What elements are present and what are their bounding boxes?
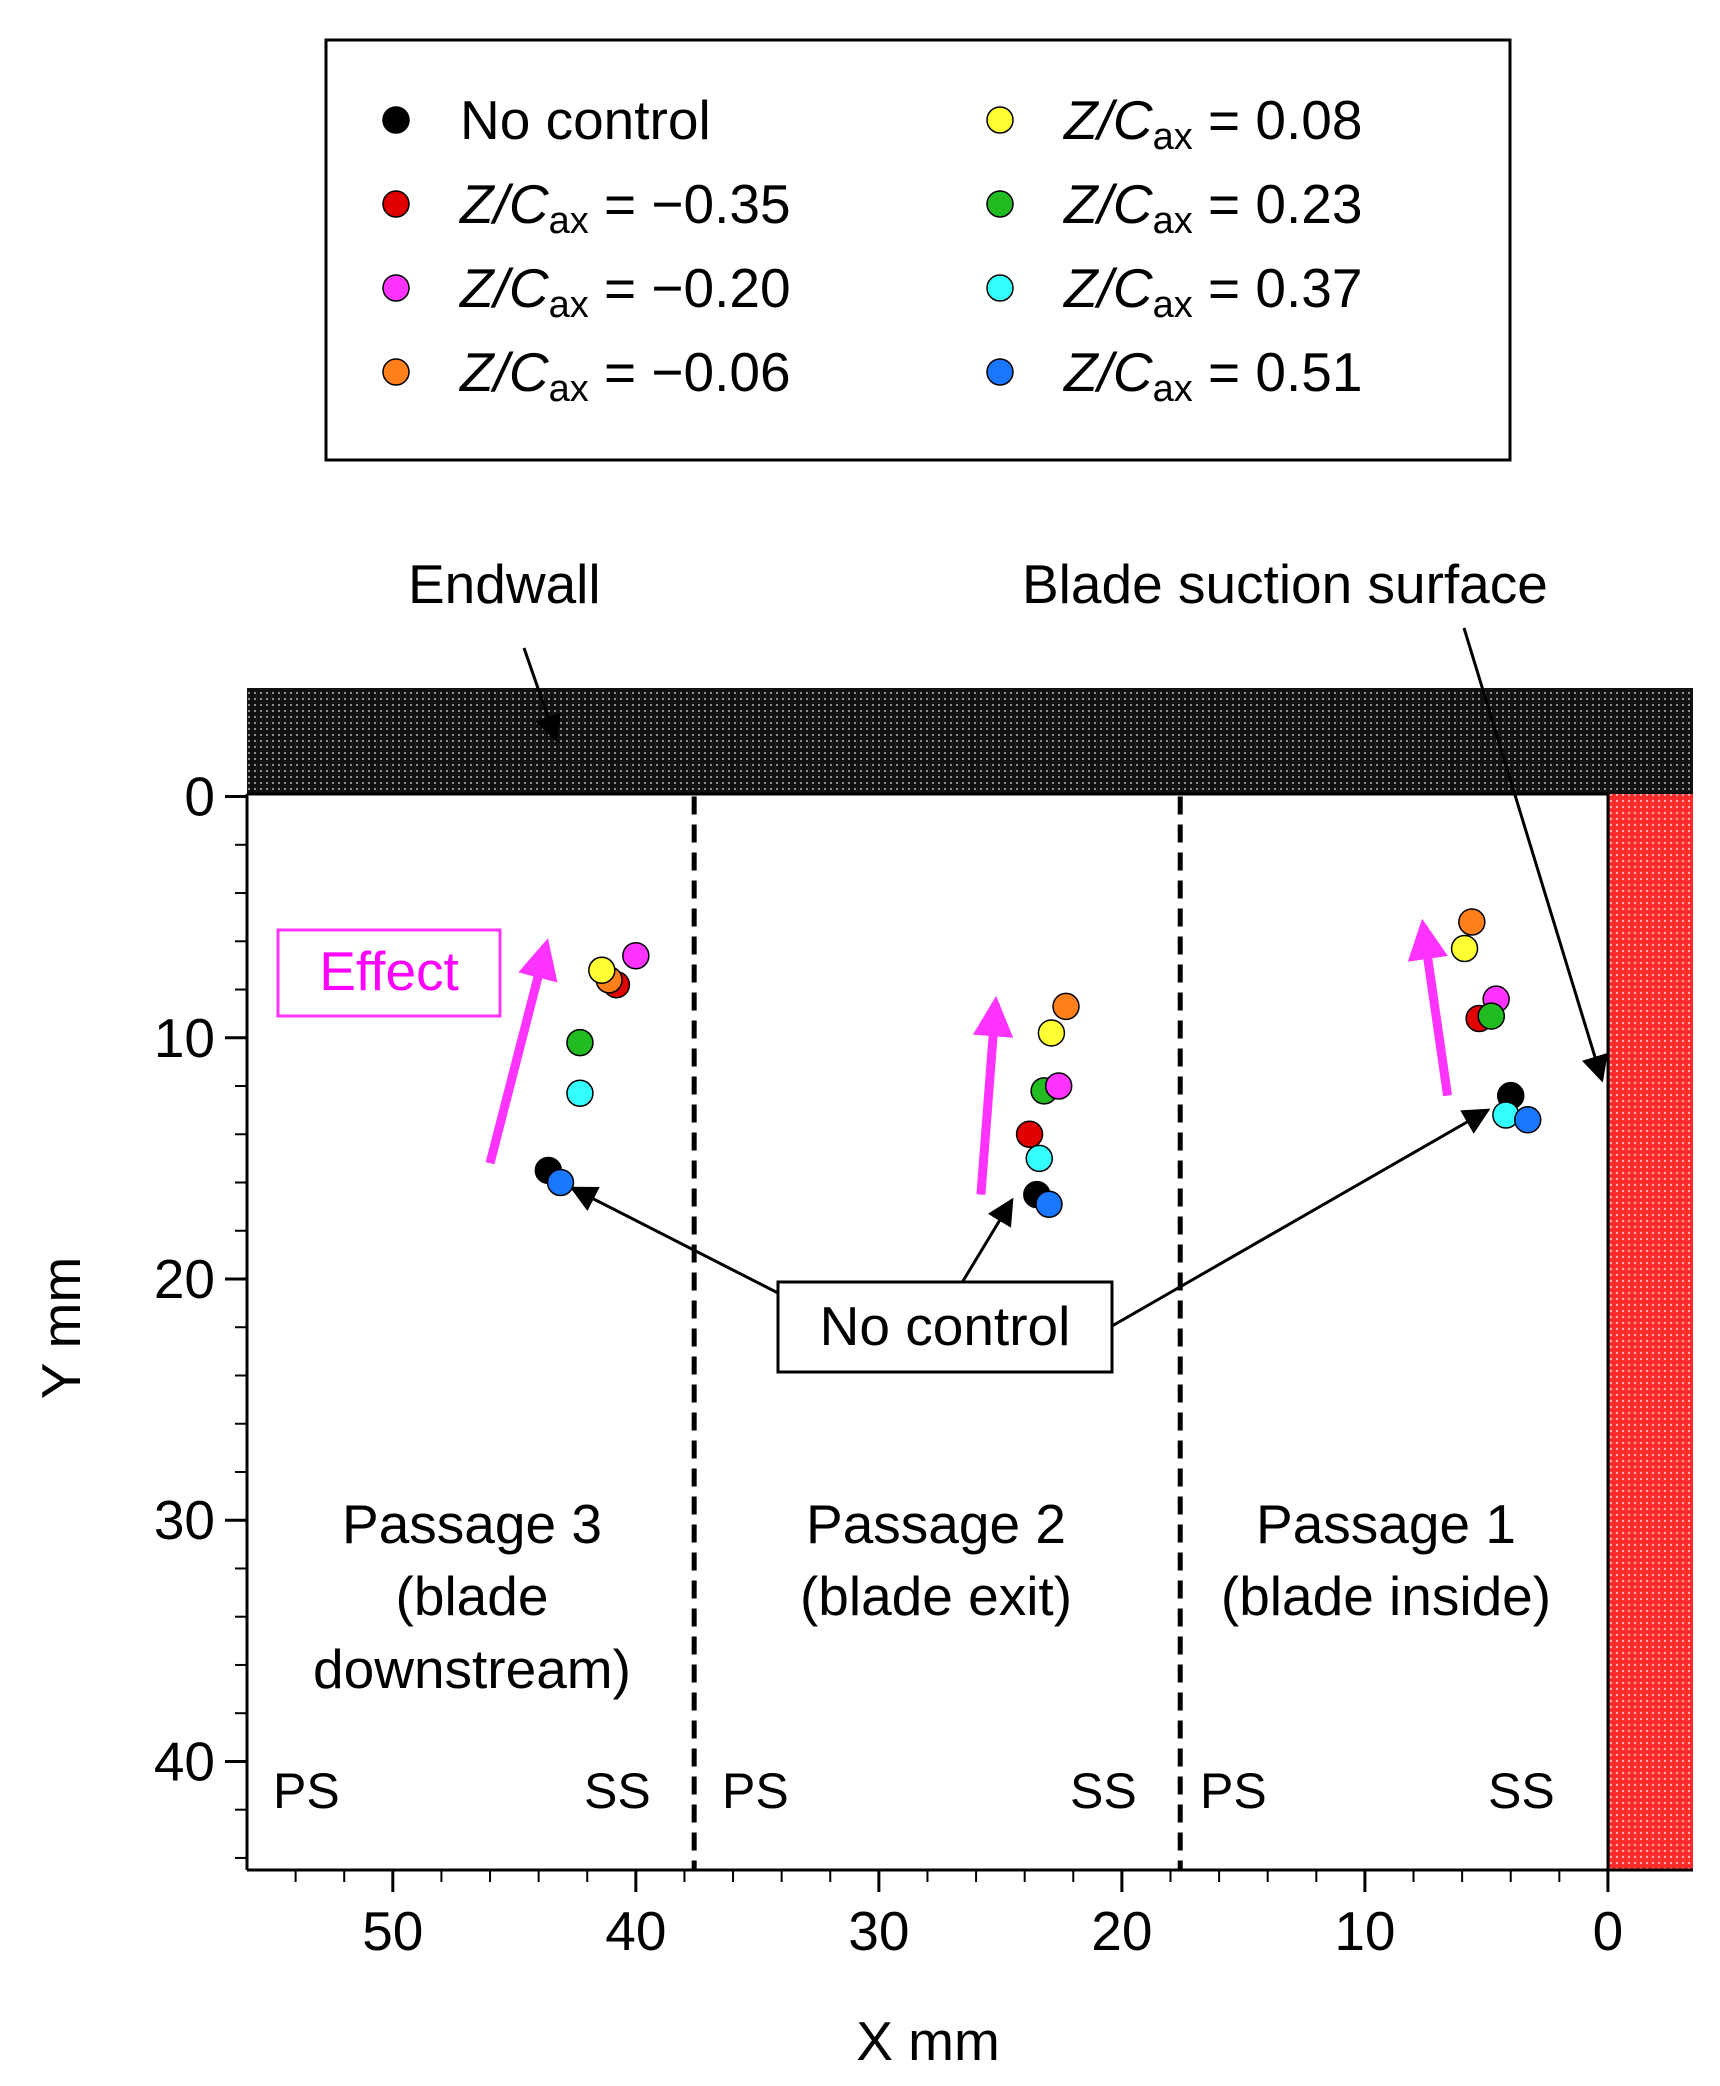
data-point (546, 1168, 575, 1197)
data-point (622, 942, 650, 970)
ps-label-passage-1: PS (1200, 1763, 1267, 1819)
data-point (1025, 1144, 1054, 1173)
legend-marker (382, 190, 410, 218)
endwall-label: Endwall (408, 553, 601, 615)
ss-label-passage-3: SS (584, 1763, 651, 1819)
blade-suction-surface-band (1608, 794, 1693, 1870)
legend-label: Z/Cax = 0.51 (1062, 341, 1362, 410)
passage-2-label-line-1: Passage 2 (806, 1493, 1066, 1555)
x-tick-label: 0 (1593, 1900, 1624, 1962)
data-point (1450, 934, 1479, 963)
passage-1-label-line-1: Passage 1 (1256, 1493, 1516, 1555)
endwall-band (247, 688, 1693, 794)
legend-marker (986, 358, 1014, 386)
no-control-arrow-passage-1 (1111, 1108, 1491, 1328)
endwall-pointer-arrow (522, 647, 561, 743)
passage-3-label-line-2: (blade (396, 1565, 549, 1627)
y-tick-label: 0 (184, 766, 215, 828)
legend-marker (382, 106, 410, 134)
legend-label: Z/Cax = 0.08 (1062, 89, 1362, 158)
ss-label-passage-1: SS (1488, 1763, 1555, 1819)
legend-label: Z/Cax = −0.06 (458, 341, 791, 410)
y-tick-label: 20 (154, 1248, 215, 1310)
passage-3-label-line-3: downstream) (313, 1638, 631, 1700)
passage-3-label-line-1: Passage 3 (342, 1493, 602, 1555)
y-tick-label: 10 (154, 1007, 215, 1069)
y-axis-title: Y mm (30, 1257, 92, 1400)
data-point (1044, 1072, 1073, 1100)
legend-label: Z/Cax = 0.37 (1062, 257, 1362, 326)
no-control-box-label: No control (820, 1295, 1071, 1357)
legend-label: No control (460, 89, 711, 151)
passage-1-label-line-2: (blade inside) (1221, 1565, 1551, 1627)
y-tick-label: 40 (154, 1730, 215, 1792)
x-axis-title: X mm (856, 2010, 1000, 2072)
x-tick-label: 40 (605, 1900, 666, 1962)
effect-box (276, 928, 502, 1018)
data-points (534, 908, 1542, 1218)
legend-label: Z/Cax = −0.35 (458, 173, 791, 242)
x-tick-label: 10 (1334, 1900, 1395, 1962)
data-point (588, 956, 616, 984)
data-point (1458, 908, 1486, 936)
y-tick-label: 30 (154, 1489, 215, 1551)
legend-label: Z/Cax = 0.23 (1062, 173, 1362, 242)
passage-dividers (691, 796, 1183, 1870)
x-tick-label: 30 (848, 1900, 909, 1962)
legend-label: Z/Cax = −0.20 (458, 257, 791, 326)
effect-arrow (972, 995, 1014, 1195)
legend-marker (986, 190, 1014, 218)
effect-label: Effect (319, 940, 459, 1002)
data-point (1037, 1019, 1066, 1047)
legend-marker (986, 274, 1014, 302)
no-control-arrow-passage-2 (958, 1197, 1014, 1287)
passage-2-label-line-2: (blade exit) (800, 1565, 1072, 1627)
blade-suction-surface-label: Blade suction surface (1022, 553, 1548, 615)
x-tick-label: 50 (362, 1900, 423, 1962)
legend-box (324, 38, 1512, 462)
data-point (566, 1028, 594, 1057)
data-point (1513, 1106, 1542, 1134)
data-point (1052, 992, 1080, 1021)
effect-arrow (485, 938, 558, 1165)
legend-marker (382, 274, 410, 302)
data-point (1035, 1190, 1063, 1218)
ps-label-passage-2: PS (722, 1763, 789, 1819)
axes (245, 792, 1693, 1872)
data-point (1477, 1002, 1506, 1030)
legend-marker (986, 106, 1014, 134)
effect-arrow (1407, 918, 1452, 1097)
legend-marker (382, 358, 410, 386)
ticks: 50 40 30 20 10 0 0 10 20 30 40 (154, 766, 1623, 1962)
no-control-arrow-passage-3 (569, 1186, 781, 1296)
data-point (566, 1079, 594, 1108)
ps-label-passage-3: PS (273, 1763, 340, 1819)
no-control-box (776, 1280, 1114, 1374)
ss-label-passage-2: SS (1070, 1763, 1137, 1819)
data-point (1015, 1120, 1044, 1149)
x-tick-label: 20 (1091, 1900, 1152, 1962)
effect-arrows (485, 918, 1452, 1195)
blade-suction-pointer-arrow (1462, 627, 1608, 1083)
